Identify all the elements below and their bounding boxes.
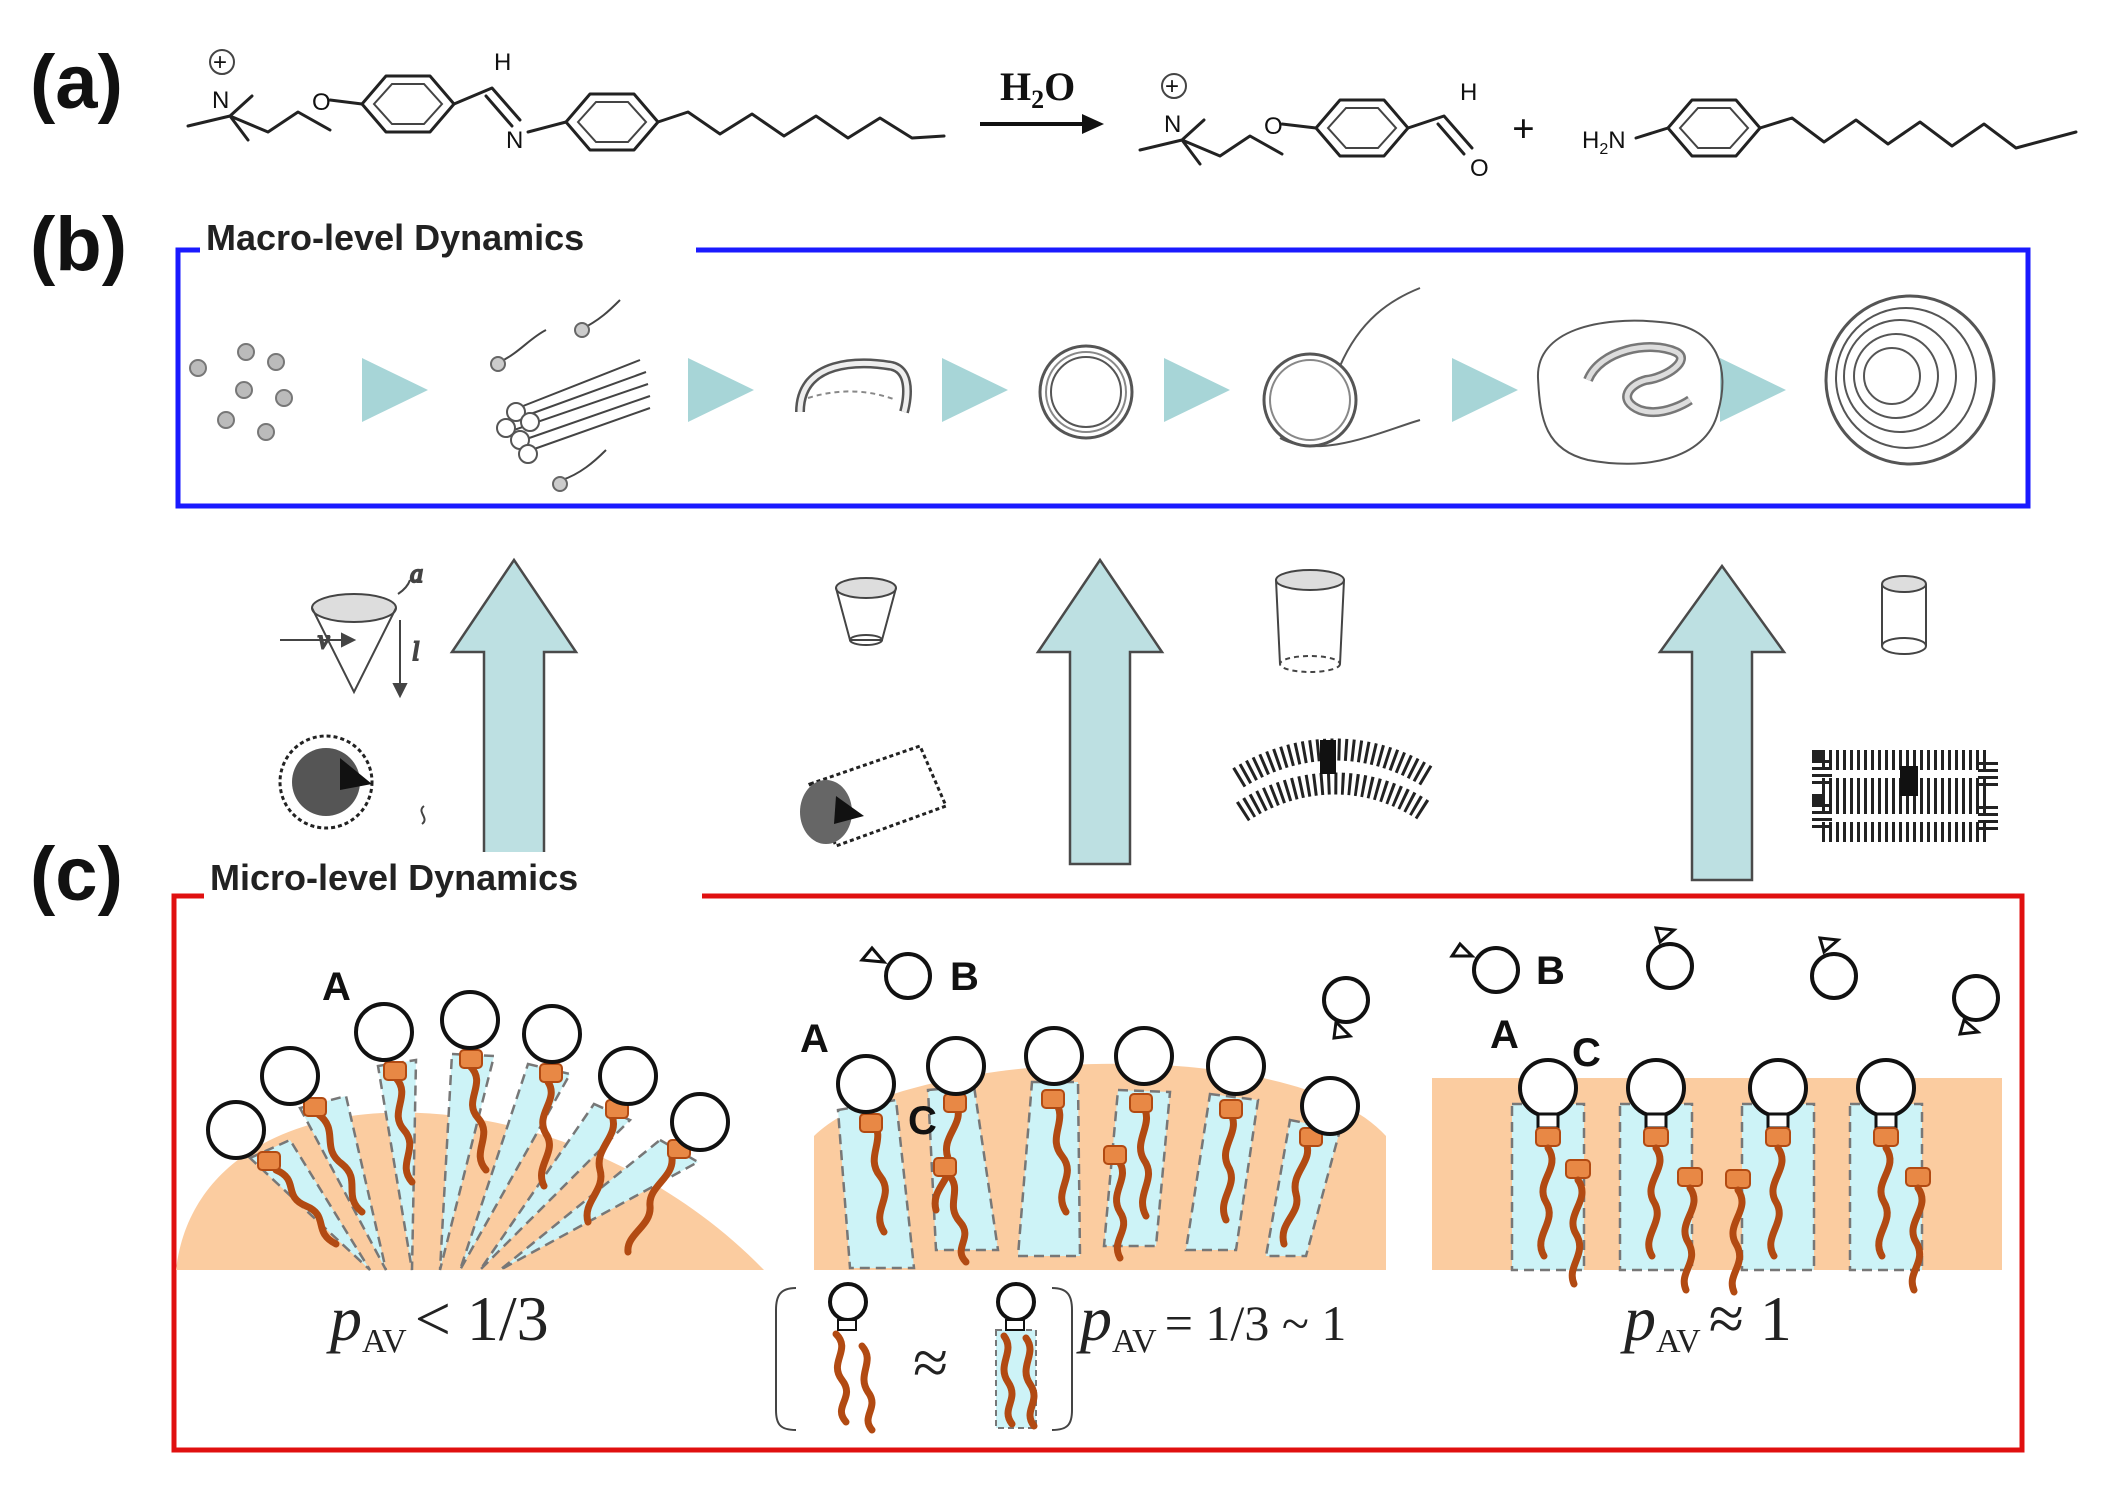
micro-title: Micro-level Dynamics <box>210 857 578 898</box>
amphiphile-a4 <box>440 990 500 1174</box>
step-arrow-6 <box>1720 358 1786 422</box>
stage-rod-bundle <box>490 299 651 492</box>
condition-2: pAV= 1/3 ~ 1 <box>1076 1283 1346 1360</box>
trimethylammonium-group: + N <box>186 49 332 142</box>
panel-a-letter: (a) <box>30 40 123 125</box>
amphiphile-c2 <box>1626 1058 1703 1294</box>
label-b-3: B <box>1536 949 1565 993</box>
alkyl-chain-1 <box>656 110 946 140</box>
cylinder-shape <box>1275 569 1345 673</box>
stage-vesicle <box>1038 344 1134 440</box>
free-head-c3 <box>1810 936 1858 1000</box>
amphiphile-b2 <box>926 1036 986 1266</box>
amphiphile-b6 <box>1279 1076 1360 1248</box>
amphiphile-b3 <box>1024 1026 1084 1216</box>
amphiphile-c3 <box>1725 1058 1808 1296</box>
macro-title: Macro-level Dynamics <box>206 217 584 258</box>
micro-frame <box>171 893 2025 1453</box>
step-arrow-3 <box>942 358 1008 422</box>
equivalence-bracket: ≈ <box>775 1282 1073 1434</box>
stage-monomers <box>189 343 293 441</box>
label-c-3: C <box>1572 1031 1601 1075</box>
charge-circle <box>209 49 235 75</box>
label-a-1: A <box>322 965 351 1009</box>
macro-frame <box>175 247 2031 509</box>
stage-curved-sheet <box>795 358 912 414</box>
up-arrow-1 <box>449 557 579 866</box>
free-head-c2 <box>1646 926 1694 990</box>
arrow-label: H2O <box>1000 64 1075 114</box>
amine-group: H2N <box>1582 127 1626 158</box>
planar-bilayer <box>1812 750 1998 842</box>
panel-c-letter: (c) <box>30 832 123 917</box>
label-head-area: a <box>410 559 423 588</box>
atom-n-ammonium-2: N <box>1164 111 1181 138</box>
free-head-b1 <box>859 945 932 1000</box>
free-head-b2 <box>1322 976 1370 1040</box>
product-aldehyde: + N O H O <box>1138 73 1489 182</box>
condition-1: pAV< 1/3 <box>326 1283 549 1360</box>
up-arrow-3 <box>1657 563 1787 882</box>
cylindrical-micelle <box>800 744 949 848</box>
stage-multilamellar <box>1824 294 1996 466</box>
cone-shape: a v l <box>280 558 424 699</box>
atom-o-ether: O <box>312 89 331 116</box>
panel-b-letter: (b) <box>30 202 127 287</box>
amphiphile-a5 <box>522 1004 582 1190</box>
micelle-cross-section: A <box>176 965 764 1272</box>
condition-3: pAV≈ 1 <box>1620 1283 1792 1360</box>
curved-bilayer <box>1232 738 1436 822</box>
atom-h-aldehyde: H <box>1460 79 1477 106</box>
label-c-2: C <box>908 1099 937 1143</box>
step-arrow-1 <box>362 358 428 422</box>
bilayer-cross-section: B A C <box>1432 926 2002 1296</box>
stage-folded-vesicle <box>1536 319 1724 465</box>
reactant-imine: + N O H N <box>186 49 946 154</box>
amphiphile-b4 <box>1103 1026 1174 1262</box>
charge-sign: + <box>213 49 227 76</box>
label-b-2: B <box>950 955 979 999</box>
step-arrow-4 <box>1164 358 1230 422</box>
truncated-cone-shape <box>835 577 897 646</box>
alkyl-chain-2 <box>1758 116 2078 150</box>
charge-sign-2: + <box>1165 73 1179 100</box>
label-a-3: A <box>1490 1013 1519 1057</box>
spherical-micelle <box>278 734 426 830</box>
step-arrow-2 <box>688 358 754 422</box>
up-arrow-2 <box>1035 557 1165 866</box>
step-arrow-5 <box>1452 358 1518 422</box>
label-a-2: A <box>800 1017 829 1061</box>
amphiphile-b5 <box>1206 1036 1266 1224</box>
atom-n-ammonium: N <box>212 87 229 114</box>
small-cylinder-shape <box>1881 575 1927 655</box>
label-length: l <box>412 637 419 666</box>
amphiphile-a7 <box>624 1092 730 1256</box>
label-volume: v <box>318 625 330 654</box>
stage-vesicle-fibre <box>1262 287 1421 448</box>
amphiphile-a2 <box>260 1046 366 1216</box>
plus-sign: + <box>1512 106 1535 151</box>
free-head-c1 <box>1449 941 1520 994</box>
atom-n-imine: N <box>506 127 523 154</box>
amphiphile-a3 <box>354 1002 416 1186</box>
reaction-arrow: H2O <box>980 64 1104 134</box>
amphiphile-a1 <box>206 1100 340 1248</box>
cylinder-cross-section: B A C <box>800 945 1386 1270</box>
atom-o-aldehyde: O <box>1470 155 1489 182</box>
atom-o-ether-2: O <box>1264 113 1283 140</box>
approx-sign: ≈ <box>912 1327 947 1398</box>
free-head-c4 <box>1952 974 2000 1036</box>
amphiphile-b1 <box>836 1054 896 1236</box>
product-amine: H2N <box>1582 98 2078 158</box>
amphiphile-c4 <box>1856 1058 1931 1294</box>
atom-h-imine: H <box>494 49 511 76</box>
amphiphile-c1 <box>1518 1058 1591 1288</box>
amphiphile-a6 <box>583 1046 658 1226</box>
